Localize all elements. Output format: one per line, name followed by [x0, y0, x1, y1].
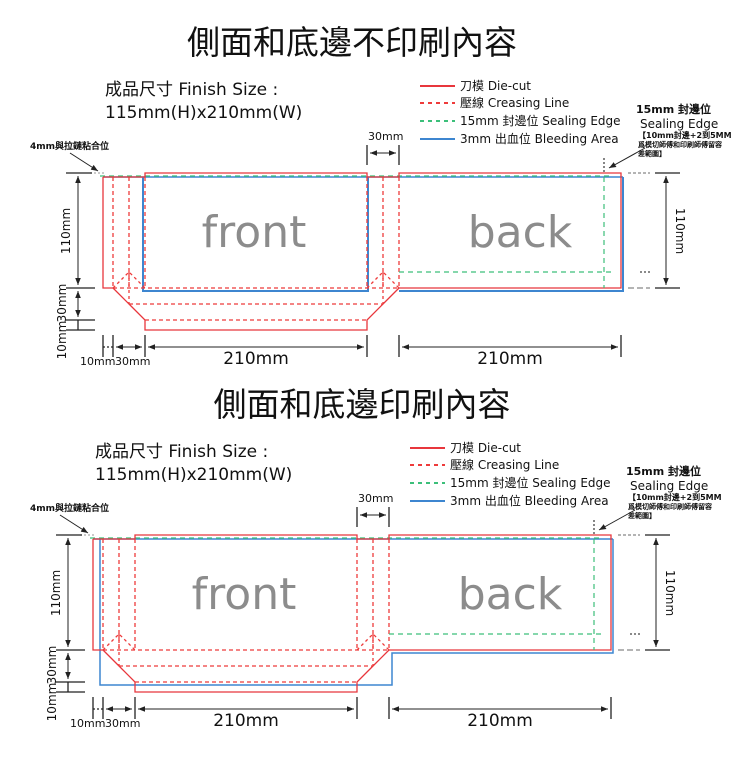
dim-height: 110mm [59, 207, 73, 255]
seal-note-line: 【10mm封邊+2到5MM [628, 493, 722, 502]
seal-note-title: 15mm 封邊位 [636, 103, 712, 116]
dim-back-width: 210mm [477, 349, 543, 369]
dim-side-width: 30mm [368, 130, 404, 143]
seal-note-line: 爲模切師傅和印刷師傅留容 [638, 141, 722, 149]
seal-note-line: 【10mm封邊+2到5MM [638, 131, 732, 140]
diagram-no-side-print: 側面和底邊不印刷內容 成品尺寸 Finish Size : 115mm(H)x2… [30, 23, 732, 369]
seal-note-sub: Sealing Edge [640, 117, 719, 131]
back-panel-label: back [457, 569, 563, 620]
dim-tab-30: 30mm [45, 645, 59, 685]
finish-size-value: 115mm(H)x210mm(W) [95, 465, 293, 485]
legend-diecut: 刀模 Die-cut [460, 79, 532, 93]
seal-note-title: 15mm 封邊位 [626, 465, 702, 478]
bleed-back [399, 177, 624, 292]
diagram-with-side-print: 側面和底邊印刷內容 成品尺寸 Finish Size : 115mm(H)x21… [0, 362, 725, 760]
bleed-outline [99, 539, 614, 686]
dim-front-width: 210mm [213, 711, 279, 731]
dim-flap-10: 10mm [80, 355, 116, 368]
crease-corner-left [112, 271, 146, 289]
dim-right-height: 110mm [673, 207, 687, 255]
seal-note-arrow [598, 509, 636, 531]
legend-bleed: 3mm 出血位 Bleeding Area [450, 494, 609, 508]
bleed-front [142, 177, 369, 292]
finish-size-value: 115mm(H)x210mm(W) [105, 103, 303, 123]
dim-flap-30: 30mm [105, 717, 141, 730]
seal-note-arrow [608, 147, 646, 169]
diecut-glue-flap [102, 177, 113, 289]
dim-side-width: 30mm [358, 492, 394, 505]
front-panel-label: front [201, 207, 307, 258]
finish-size-label: 成品尺寸 Finish Size : [95, 442, 269, 462]
glue-note-arrow [59, 514, 89, 534]
front-panel-label: front [191, 569, 297, 620]
legend-sealing: 15mm 封邊位 Sealing Edge [450, 476, 611, 490]
dim-right-height: 110mm [663, 569, 677, 617]
dim-flap-10: 10mm [70, 717, 106, 730]
dim-tab-30: 30mm [55, 283, 69, 323]
legend-sealing: 15mm 封邊位 Sealing Edge [460, 114, 621, 128]
dim-flap-30: 30mm [115, 355, 151, 368]
finish-size-label: 成品尺寸 Finish Size : [105, 80, 279, 100]
seal-note-sub: Sealing Edge [630, 479, 709, 493]
legend-crease: 壓線 Creasing Line [460, 96, 570, 110]
diagram-lines [56, 447, 670, 719]
diecut-bottom-tab [112, 287, 400, 331]
glue-note: 4mm與拉鏈粘合位 [30, 504, 110, 514]
seal-note-line: 差範圍】 [628, 512, 656, 520]
diagram-lines [66, 85, 680, 357]
diecut-glue-flap [92, 539, 103, 651]
crease-corner-right [366, 271, 400, 289]
legend-bleed: 3mm 出血位 Bleeding Area [460, 132, 619, 146]
dim-tab-10: 10mm [45, 682, 59, 722]
seal-note-line: 爲模切師傅和印刷師傅留容 [628, 503, 712, 511]
diagram-title: 側面和底邊印刷內容 [213, 385, 511, 424]
dim-back-width: 210mm [467, 711, 533, 731]
dim-tab-10: 10mm [55, 320, 69, 360]
crease-corner-left [102, 633, 136, 651]
glue-note: 4mm與拉鏈粘合位 [30, 142, 110, 152]
glue-note-arrow [69, 152, 99, 172]
dim-front-width: 210mm [223, 349, 289, 369]
legend-diecut: 刀模 Die-cut [450, 441, 522, 455]
seal-note-line: 差範圍】 [638, 150, 666, 158]
back-panel-label: back [467, 207, 573, 258]
legend-crease: 壓線 Creasing Line [450, 458, 560, 472]
crease-corner-right [356, 633, 390, 651]
diagram-title: 側面和底邊不印刷內容 [187, 23, 517, 62]
diecut-bottom-tab [102, 649, 390, 693]
dim-height: 110mm [49, 569, 63, 617]
